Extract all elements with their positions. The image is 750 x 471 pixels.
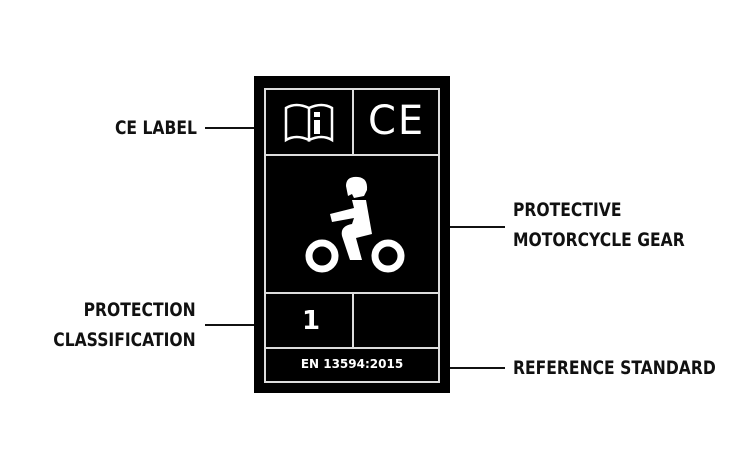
protective-gear-caption-line1: PROTECTIVE — [513, 199, 622, 221]
ce-label-leader-line — [205, 127, 255, 129]
protective-gear-caption-line2: MOTORCYCLE GEAR — [513, 229, 685, 251]
ce-mark-cell: CE — [352, 88, 440, 156]
ce-label-caption: CE LABEL — [115, 117, 197, 139]
protective-gear-leader-line — [450, 226, 505, 228]
info-manual-icon — [284, 103, 334, 143]
motorcycle-cell — [264, 154, 440, 294]
protection-classification-caption-line1: PROTECTION — [83, 299, 196, 321]
motorcyclist-icon — [305, 176, 405, 273]
reference-standard-caption: REFERENCE STANDARD — [513, 357, 716, 379]
standard-text: EN 13594:2015 — [300, 357, 404, 371]
protection-classification-leader-line — [205, 324, 255, 326]
ce-label-card: CE 1 EN 13594:2015 — [254, 76, 450, 393]
reference-standard-leader-line — [450, 367, 505, 369]
info-cell — [264, 88, 354, 156]
standard-cell: EN 13594:2015 — [264, 347, 440, 383]
ce-mark-icon: CE — [368, 98, 426, 144]
empty-cell — [352, 292, 440, 349]
class-value: 1 — [302, 306, 321, 336]
protection-classification-caption-line2: CLASSIFICATION — [53, 329, 196, 351]
class-cell: 1 — [264, 292, 354, 349]
